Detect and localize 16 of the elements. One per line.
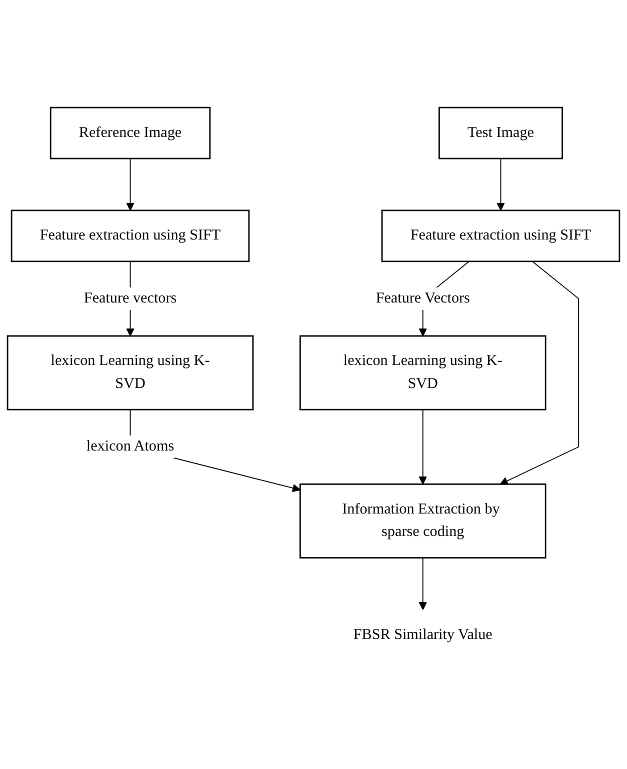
node-box: lexicon Learning using K-SVD <box>6 336 254 411</box>
node-box: Feature extraction using SIFT <box>381 210 620 262</box>
node-box: Information Extraction by sparse coding <box>299 484 546 559</box>
arrow <box>496 158 505 212</box>
node-box: lexicon Learning using K-SVD <box>299 336 546 411</box>
arrow <box>500 261 580 486</box>
edge-label: lexicon Atoms <box>86 438 174 455</box>
node-box: Feature extraction using SIFT <box>10 210 250 262</box>
node-text: FBSR Similarity Value <box>353 627 492 644</box>
arrow <box>418 558 428 610</box>
node-box: Test Image <box>438 107 563 160</box>
edge-label: Feature vectors <box>84 290 177 307</box>
node-box: Reference Image <box>50 107 211 160</box>
arrow <box>418 410 428 485</box>
arrow <box>126 158 134 212</box>
edge-label: Feature Vectors <box>376 290 470 307</box>
